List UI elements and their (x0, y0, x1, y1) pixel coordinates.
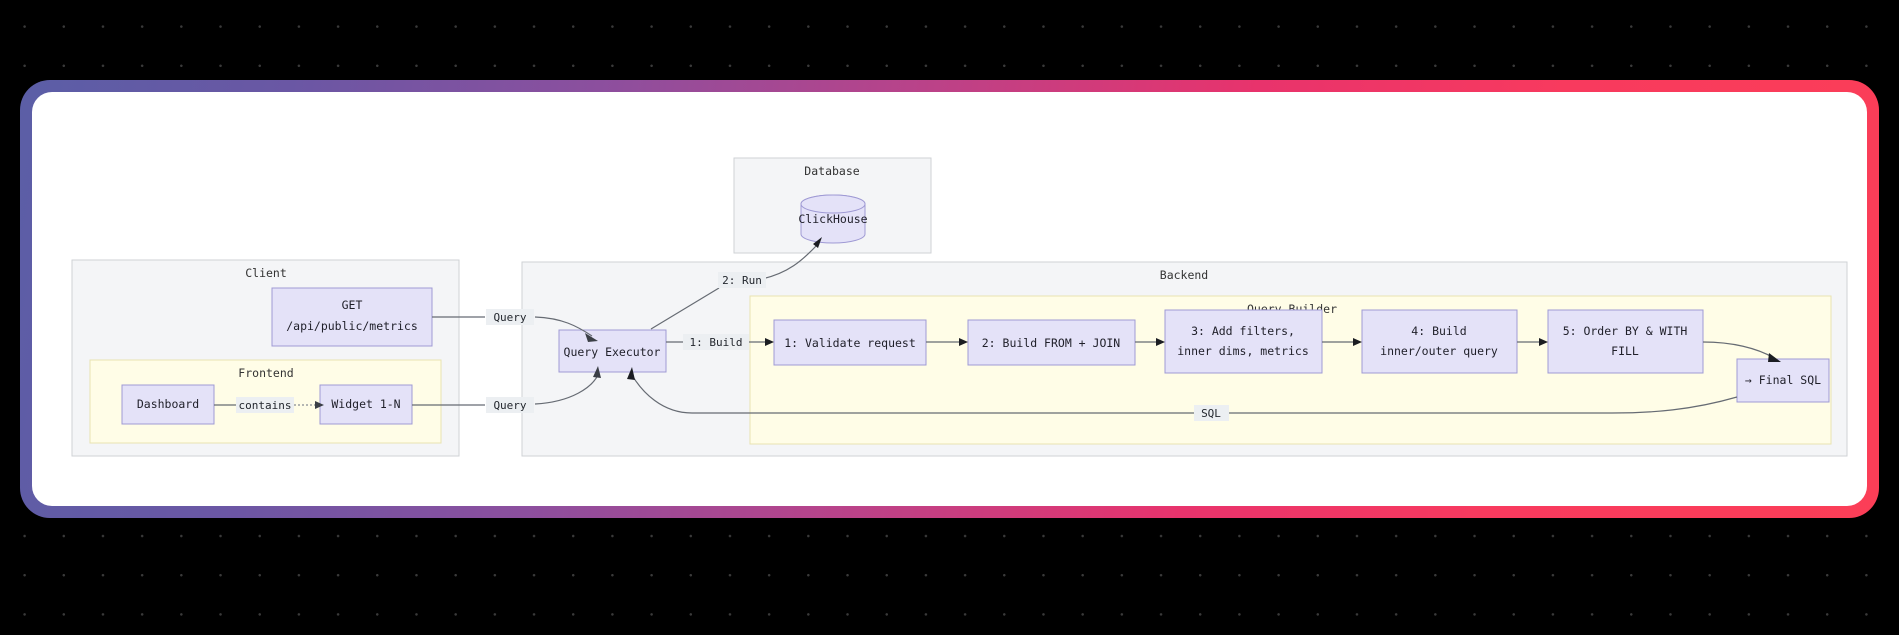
node-step2-rect (967, 319, 1136, 366)
node-step3-line1: 3: Add filters, (1191, 324, 1295, 338)
node-step4-line2: inner/outer query (1380, 344, 1498, 358)
node-dashboard[interactable]: Dashboard (121, 384, 215, 425)
node-step5[interactable]: 5: Order BY & WITH FILL (1547, 309, 1704, 374)
edge-step1-to-step2-arrowhead (959, 338, 968, 346)
group-database-label: Database (804, 164, 859, 178)
edge-step4-to-step5-arrowhead (1539, 338, 1548, 346)
gradient-frame: Database ClickHouse Client GET /api/publ… (20, 80, 1879, 518)
node-step1-rect (773, 319, 927, 366)
group-client-label: Client (245, 266, 287, 280)
edge-widget-to-executor-arrowhead (593, 366, 601, 378)
diagram-card: Database ClickHouse Client GET /api/publ… (32, 92, 1867, 506)
edge-step2-to-step3-arrowhead (1156, 338, 1165, 346)
node-step3[interactable]: 3: Add filters, inner dims, metrics (1164, 309, 1323, 374)
edge-executor-to-clickhouse-seg-b (761, 243, 819, 280)
edge-api-to-executor-arrowhead (585, 333, 598, 342)
node-clickhouse[interactable]: ClickHouse (798, 194, 868, 244)
group-frontend-label: Frontend (238, 366, 293, 380)
node-clickhouse-label: ClickHouse (798, 212, 867, 226)
edge-api-to-executor-label-bg (486, 309, 534, 325)
edge-executor-to-clickhouse-label: 2: Run (722, 274, 762, 287)
group-backend-label: Backend (1160, 268, 1208, 282)
node-step5-rect (1547, 309, 1704, 374)
edge-executor-to-builder-label-bg (683, 334, 749, 350)
edge-api-to-executor: Query (432, 309, 598, 342)
edge-final-sql-to-executor-seg-a (1228, 396, 1738, 414)
edge-step5-to-final-sql (1702, 341, 1781, 362)
node-step5-line2: FILL (1611, 344, 1639, 358)
node-query-executor-label: Query Executor (564, 345, 661, 359)
architecture-diagram: Database ClickHouse Client GET /api/publ… (71, 157, 1848, 457)
edge-api-to-executor-seg-b (534, 316, 593, 337)
edge-final-sql-to-executor-label: SQL (1201, 407, 1221, 420)
node-step1-label: 1: Validate request (784, 336, 916, 350)
edge-widget-to-executor: Query (412, 366, 601, 413)
edge-step1-to-step2 (926, 338, 968, 346)
node-query-executor-rect (558, 329, 667, 373)
edge-widget-to-executor-label-bg (486, 397, 534, 413)
node-dashboard-label: Dashboard (137, 397, 199, 411)
node-step2-label: 2: Build FROM + JOIN (982, 336, 1121, 350)
node-step3-rect (1164, 309, 1323, 374)
edge-widget-to-executor-label: Query (493, 399, 526, 412)
edge-step3-to-step4 (1322, 338, 1362, 346)
node-api-endpoint-rect (271, 287, 433, 347)
edge-step3-to-step4-arrowhead (1353, 338, 1362, 346)
edge-contains-label-bg (236, 397, 294, 413)
node-widget-rect (319, 384, 413, 425)
edge-final-sql-to-executor-arrowhead (627, 367, 635, 380)
edge-final-sql-to-executor: SQL (627, 367, 1738, 421)
edge-executor-to-clickhouse: 2: Run (650, 237, 822, 330)
node-final-sql-label: → Final SQL (1745, 373, 1821, 387)
cylinder-top (800, 194, 866, 214)
node-step5-line1: 5: Order BY & WITH (1563, 324, 1688, 338)
edge-final-sql-to-executor-seg-b (631, 374, 1195, 414)
node-widget-label: Widget 1-N (331, 397, 400, 411)
edge-executor-to-builder: 1: Build (666, 334, 774, 350)
node-step3-line2: inner dims, metrics (1177, 344, 1309, 358)
edge-contains-arrowhead (315, 401, 324, 409)
node-step4-line1: 4: Build (1411, 324, 1466, 338)
node-step2[interactable]: 2: Build FROM + JOIN (967, 319, 1136, 366)
node-dashboard-rect (121, 384, 215, 425)
edge-step5-to-final-sql-arrowhead (1768, 353, 1781, 362)
node-step1[interactable]: 1: Validate request (773, 319, 927, 366)
edge-contains: contains (214, 397, 324, 413)
node-api-endpoint-method: GET (342, 298, 363, 312)
edge-step4-to-step5 (1517, 338, 1548, 346)
edge-api-to-executor-label: Query (493, 311, 526, 324)
edge-executor-to-clickhouse-label-bg (718, 272, 766, 288)
edge-final-sql-to-executor-label-bg (1194, 405, 1229, 421)
edge-executor-to-clickhouse-arrowhead (813, 237, 822, 248)
node-api-endpoint-path: /api/public/metrics (286, 319, 418, 333)
edge-executor-to-builder-label: 1: Build (690, 336, 743, 349)
edge-step2-to-step3 (1135, 338, 1165, 346)
edge-widget-to-executor-seg-b (534, 374, 599, 405)
node-final-sql-rect (1736, 358, 1830, 403)
node-widget[interactable]: Widget 1-N (319, 384, 413, 425)
edge-executor-to-builder-arrowhead (765, 338, 774, 346)
edge-contains-label: contains (239, 399, 292, 412)
node-api-endpoint[interactable]: GET /api/public/metrics (271, 287, 433, 347)
node-query-executor[interactable]: Query Executor (558, 329, 667, 373)
edge-executor-to-clickhouse-seg-a (650, 287, 720, 330)
node-step4[interactable]: 4: Build inner/outer query (1361, 309, 1518, 374)
node-final-sql[interactable]: → Final SQL (1736, 358, 1830, 403)
node-step4-rect (1361, 309, 1518, 374)
